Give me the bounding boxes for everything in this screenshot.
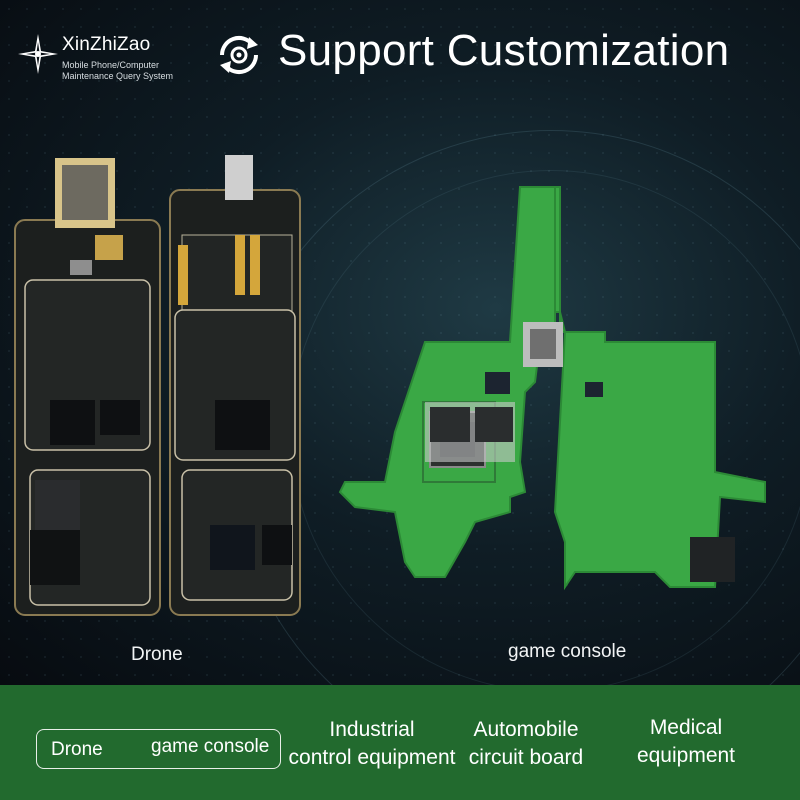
game-console-caption: game console [508,641,627,662]
brand-subtitle-line1: Mobile Phone/Computer [62,60,160,70]
category-medical-line1: Medical [649,716,723,739]
category-medical-equipment[interactable]: Medical equipment [630,714,742,770]
category-drone[interactable]: Drone [51,739,103,760]
brand-subtitle: Mobile Phone/Computer Maintenance Query … [62,60,173,82]
category-industrial-line1: Industrial [329,718,415,741]
drone-caption: Drone [131,644,183,665]
category-automobile-circuit-board[interactable]: Automobile circuit board [463,716,589,772]
compass-logo-icon [18,34,58,74]
category-medical-line2: equipment [636,744,736,767]
category-automobile-line2: circuit board [468,746,584,769]
game-console-circuit-board-image [338,186,766,591]
category-industrial-line2: control equipment [288,746,456,769]
drone-circuit-board-image [14,155,301,616]
brand-name: XinZhiZao [62,34,151,55]
selected-categories-pill [36,729,281,769]
category-game-console[interactable]: game console [151,736,270,757]
category-industrial-control[interactable]: Industrial control equipment [286,716,458,772]
brand-subtitle-line2: Maintenance Query System [62,71,174,81]
category-automobile-line1: Automobile [473,718,579,741]
category-band [0,685,800,800]
customization-gear-icon [219,35,259,75]
page-title: Support Customization [278,26,730,75]
